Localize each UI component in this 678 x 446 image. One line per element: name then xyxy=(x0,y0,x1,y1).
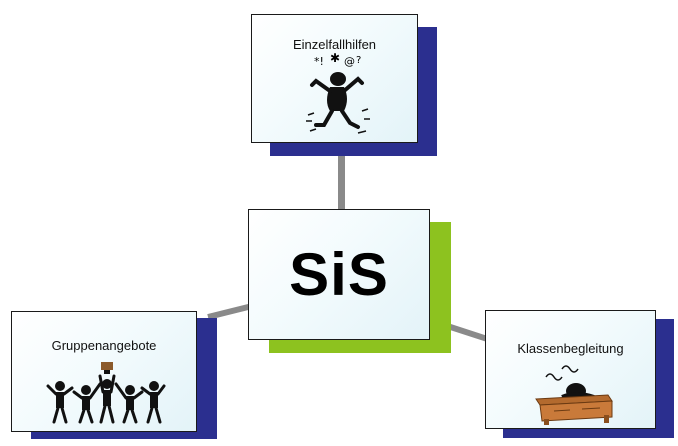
person-stress-clipart-icon: *! ✱ @ ? xyxy=(306,51,370,134)
svg-text:*!: *! xyxy=(314,55,324,68)
top-node-box: Einzelfallhilfen *! ✱ @ ? xyxy=(251,14,418,143)
group-cheering-clipart-icon xyxy=(46,362,166,424)
top-node-label: Einzelfallhilfen xyxy=(292,37,377,52)
center-node-box: SiS xyxy=(248,209,430,340)
svg-text:✱: ✱ xyxy=(330,51,340,65)
person-sleeping-at-desk-clipart-icon xyxy=(535,365,613,425)
right-node-label: Klassenbegleitung xyxy=(517,341,624,356)
left-node-box: Gruppenangebote xyxy=(11,311,197,432)
svg-text:@: @ xyxy=(344,55,355,68)
connector-top xyxy=(338,150,345,216)
left-node-label: Gruppenangebote xyxy=(51,338,157,353)
center-node-label: SiS xyxy=(289,241,389,308)
svg-text:?: ? xyxy=(356,55,361,66)
right-node-box: Klassenbegleitung xyxy=(485,310,656,429)
